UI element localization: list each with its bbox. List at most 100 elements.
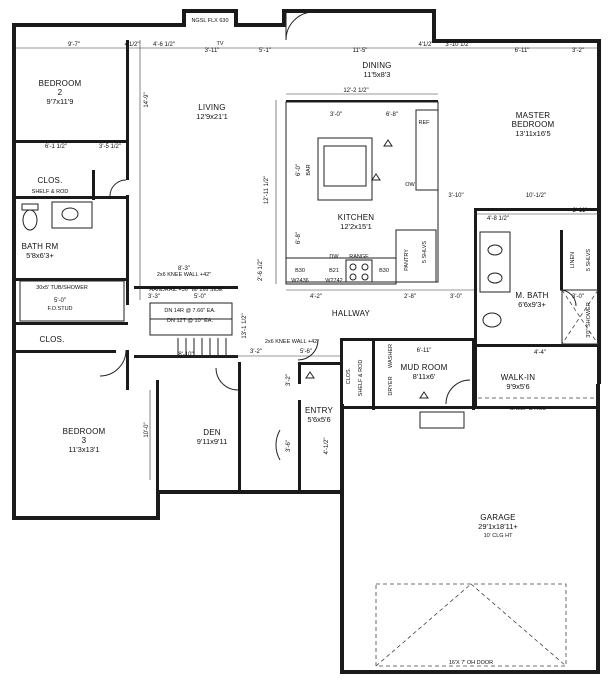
dim-d8: 3'-10 1/2" xyxy=(445,42,470,48)
closet-top-label: CLOS. xyxy=(37,176,62,185)
dim-d1: 9'-7" xyxy=(68,42,80,48)
bedroom2-size: 9'7x11'9 xyxy=(47,97,74,106)
bath-fixtures xyxy=(19,201,599,399)
fireplace-label: NGSL FLX 630 xyxy=(191,18,228,24)
dim-d14: 6'-1 1/2" xyxy=(45,144,67,150)
dim-d27: 2'-8" xyxy=(404,294,416,300)
hallway-name: HALLWAY xyxy=(332,309,371,318)
exterior-walls xyxy=(12,9,601,674)
ref-label: REF xyxy=(419,120,431,126)
staircase xyxy=(149,302,233,355)
dining-name: DINING xyxy=(362,61,391,70)
cab-w2436: W2436 xyxy=(291,278,308,284)
dryer-label: DRYER xyxy=(388,376,394,395)
dim-d30: 3'-2" xyxy=(250,349,262,355)
dim-d6: 11'-5" xyxy=(353,48,368,54)
kitchen-size: 12'2x15'1 xyxy=(340,222,372,231)
dim-d41: 13'-1 1/2" xyxy=(242,313,248,338)
bathrm-size: 5'8x6'3+ xyxy=(26,251,54,260)
entry-closet-label: CLOS. xyxy=(346,367,352,384)
den-size: 9'11x9'11 xyxy=(197,437,228,446)
dim-d34: 3'-0" xyxy=(572,294,584,300)
mudroom-name: MUD ROOM xyxy=(401,363,448,372)
fo-stud-dim: 5'-0" xyxy=(54,298,66,304)
bar-label: BAR xyxy=(306,164,312,175)
den-name: DEN xyxy=(203,428,221,437)
cab-b30: B30 xyxy=(295,268,305,274)
tv-label: TV xyxy=(216,41,223,47)
fixture-labels: NGSL FLX 630 TV CLOS. SHELF & ROD 30x5' … xyxy=(32,18,592,666)
range-label: RANGE xyxy=(349,254,369,260)
dim-d10: 3'-2" xyxy=(572,48,584,54)
pantry-shelves-label: 5 SHLVS xyxy=(422,241,428,264)
walkin-shelf-rod: SHELF & ROD xyxy=(510,406,547,412)
dim-d32: 6'-11" xyxy=(417,348,432,354)
linen-label: LINEN xyxy=(570,252,576,268)
dim-d35: 10'-0" xyxy=(144,422,150,437)
bathrm-name: BATH RM xyxy=(22,242,59,251)
dim-d12: 3'-0" xyxy=(330,112,342,118)
dim-d18: 10'-1/2" xyxy=(526,193,546,199)
garage-name: GARAGE xyxy=(480,513,515,522)
master-name: MASTER xyxy=(516,111,551,120)
cab-b21: B21 xyxy=(329,268,339,274)
bedroom3-size: 11'3x13'1 xyxy=(68,445,99,454)
walkin-name: WALK-IN xyxy=(501,373,535,382)
dim-d38: 4'-1/2" xyxy=(324,438,330,455)
knee-wall-top: 2x6 KNEE WALL +42" xyxy=(157,272,211,278)
dim-d11: 12'-2 1/2" xyxy=(343,88,368,94)
living-size: 12'9x21'1 xyxy=(196,112,228,121)
dim-d25: 5'-0" xyxy=(194,294,206,300)
entry-size: 5'6x5'6 xyxy=(307,415,330,424)
washer-label: WASHER xyxy=(388,344,394,368)
dim-d26: 4'-2" xyxy=(310,294,322,300)
cab-b30b: B30 xyxy=(379,268,389,274)
pantry-label: PANTRY xyxy=(404,249,410,271)
dim-d4: 3'-11" xyxy=(205,48,220,54)
handrail-label: HANDRAIL +36" W/ 2x6 SIDE xyxy=(149,287,223,293)
dim-d23: 8'-3" xyxy=(178,266,190,272)
dim-d3: 4'-6 1/2" xyxy=(153,42,175,48)
dim-d37: 3'-6" xyxy=(286,440,292,452)
dim-d29: 8'-10" xyxy=(178,352,193,358)
shelf-rod-label: SHELF & ROD xyxy=(32,189,69,195)
dim-d39: 14'-9" xyxy=(144,92,150,107)
dim-d40: 2'-6 1/2" xyxy=(258,259,264,281)
bedroom2-name: BEDROOM xyxy=(39,79,82,88)
entry-shelf-rod: SHELF & ROD xyxy=(358,360,364,397)
dim-d33: 4'-4" xyxy=(534,350,546,356)
closet-mid-label: CLOS. xyxy=(39,335,64,344)
interior-walls xyxy=(16,40,599,492)
mbath-name: M. BATH xyxy=(515,291,548,300)
master-size: 13'11x16'5 xyxy=(515,129,550,138)
dim-d15: 3'-5 1/2" xyxy=(99,144,121,150)
mbath-size: 6'6x9'3+ xyxy=(518,300,546,309)
room-labels: BEDROOM 2 9'7x11'9 LIVING 12'9x21'1 DINI… xyxy=(22,61,555,539)
fo-stud-label: F.O.STUD xyxy=(47,306,72,312)
dim-d28: 3'-0" xyxy=(450,294,462,300)
dimension-lines xyxy=(14,40,600,480)
kitchen-name: KITCHEN xyxy=(338,213,375,222)
cab-w2742: W2742 xyxy=(325,278,342,284)
dim-d17: 12'-11 1/2" xyxy=(264,176,270,204)
stair-down-14r: DN 14R @ 7.66" EA. xyxy=(164,308,216,314)
dim-d7: 4'1/2" xyxy=(419,42,434,48)
dw-label: DW xyxy=(329,254,339,260)
entry-name: ENTRY xyxy=(305,406,333,415)
garage-door xyxy=(375,411,567,667)
dim-d5: 5'-1" xyxy=(259,48,271,54)
dim-d19: 3'-10" xyxy=(448,193,463,199)
dimension-labels: 9'-7" 4'1/2" 4'-6 1/2" 3'-11" 5'-1" 11'-… xyxy=(45,42,587,454)
dim-d20: 4'-8 1/2" xyxy=(487,216,509,222)
garage-size: 29'1x18'11+ xyxy=(478,522,518,531)
dim-d36: 3'-2" xyxy=(286,374,292,386)
garage-note: 10' CLG HT xyxy=(484,533,514,539)
walkin-size: 9'9x5'6 xyxy=(506,382,529,391)
kitchen-cabinets xyxy=(285,101,439,285)
dining-size: 11'5x8'3 xyxy=(364,70,391,79)
tub-label: 30x5' TUB/SHOWER xyxy=(36,285,88,291)
bedroom3-name: BEDROOM xyxy=(63,427,106,436)
shower-label: 3'0" SHOWER xyxy=(586,302,592,337)
electrical-marks xyxy=(305,139,429,399)
knee-wall-bottom: 2x6 KNEE WALL +42" xyxy=(265,339,319,345)
